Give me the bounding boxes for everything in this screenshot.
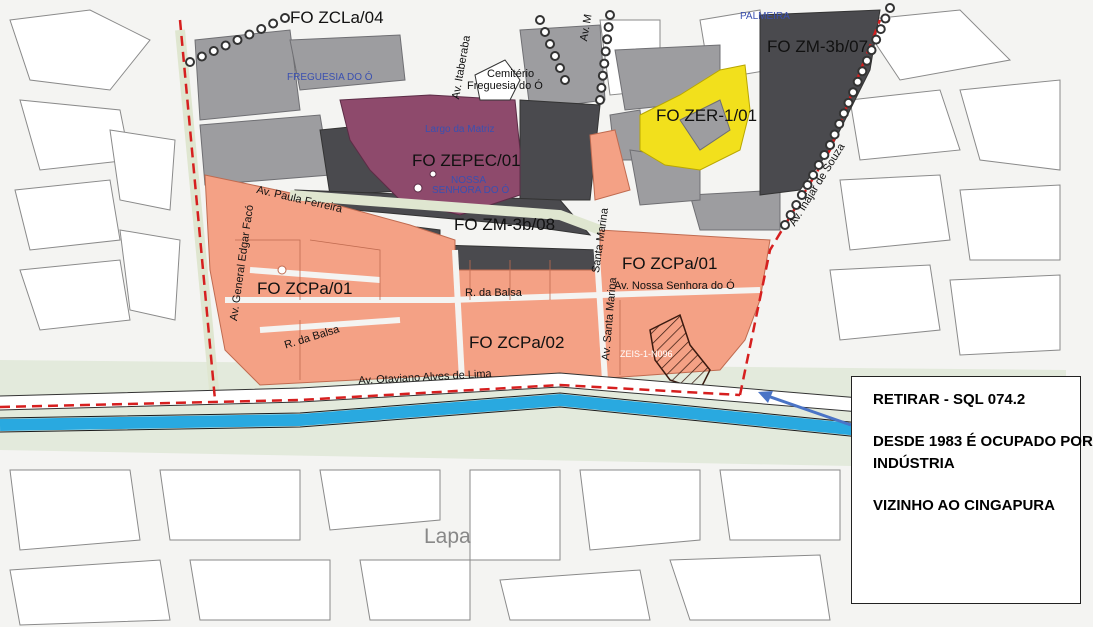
rail-circle [555,63,565,73]
place-label-nossa-sub: SENHORA DO Ó [432,185,510,196]
city-blocks [9,9,1061,626]
rail-circle [829,129,840,140]
rail-circle [866,45,877,56]
rail-circle [550,51,560,61]
zone-zeis [649,313,711,391]
note-line-4: VIZINHO AO CINGAPURA [873,497,1055,514]
rail-circle [808,170,819,180]
zone-streets [225,224,761,381]
rail-circle [600,46,611,57]
place-label-lapa: Lapa [424,525,471,548]
place-label-palmeira: PALMEIRA [740,11,790,22]
map-graphic [0,3,1067,626]
place-label-nossa: NOSSA [451,175,487,186]
rail-circle [834,118,845,129]
landmark-dot [413,183,423,193]
street-label-nossa-senhora: Av. Nossa Senhora do Ó [614,280,735,292]
zone-blocks [235,239,621,380]
landmark-dot [277,265,287,275]
zone-label-zcpa02: FO ZCPa/02 [469,333,565,352]
rail-circle [596,82,607,93]
rail-circle [843,97,854,108]
zoning-map: FO ZCLa/04 FO ZM-3b/07 FO ZER-1/01 FO ZE… [0,3,1093,626]
place-label-cemiterio: Cemitério [487,68,535,80]
zone-zer-hole [679,99,731,151]
rail-circle [535,15,545,25]
zone-label-zcpa01-left: FO ZCPa/01 [257,279,353,298]
rail-circle [244,29,255,40]
rail-circle [220,40,231,51]
rail-circle [791,200,802,210]
note-line-2: DESDE 1983 É OCUPADO POR [873,433,1093,450]
rail-circle [196,51,207,62]
rail-circle [819,150,830,160]
rail-circle [785,210,796,220]
boundary-line [0,19,882,409]
callout-arrowhead [758,391,773,403]
place-label-cemiterio-sub: Freguesia do Ó [467,80,543,92]
rail-circle [875,24,886,35]
rail-circle [813,160,824,170]
rail-circle [208,46,219,56]
rail-circle [268,18,279,29]
street-label-da-balsa: R. da Balsa [465,287,522,299]
rail-circle [871,34,882,45]
rail-circle [848,87,859,98]
rail-circle [540,27,550,37]
callout-note: RETIRAR - SQL 074.2 DESDE 1983 É OCUPADO… [851,376,1093,604]
callout-arrow [761,392,852,427]
rail-circle [838,108,849,119]
zone-label-zer101: FO ZER-1/01 [656,106,758,125]
note-line-1: RETIRAR - SQL 074.2 [873,391,1026,408]
rail-circle [861,55,872,66]
zone-label-zeis: ZEIS-1-N096 [620,349,673,359]
rail-circle [852,76,863,87]
rail-circle [595,95,605,105]
note-line-3: INDÚSTRIA [873,455,955,472]
place-label-largo: Largo da Matriz [425,124,495,135]
place-label-freguesia: FREGUESIA DO Ó [287,72,373,83]
rail-circle [597,70,608,81]
rail-circle [857,66,868,77]
rail-circle [280,13,290,23]
rail-circle [232,35,243,45]
rail-circle [545,39,555,49]
zone-label-zm3b07: FO ZM-3b/07 [767,37,869,56]
cemetery-area [474,59,521,101]
rail-circle [780,220,790,230]
zone-label-zcla04: FO ZCLa/04 [290,8,384,27]
rail-circle [603,22,614,33]
rail-circle [825,140,835,150]
zone-label-zepec01: FO ZEPEC/01 [412,151,521,170]
green-strip [0,360,1066,470]
rail-circle [602,34,613,45]
zone-label-zcpa01-right: FO ZCPa/01 [622,254,718,273]
rail-circle [185,57,195,67]
zone-label-zm3b08: FO ZM-3b/08 [454,215,556,234]
rail-circle [796,190,807,200]
rail-circle [885,3,895,13]
rail-circle [605,10,615,20]
rail-circle [599,58,610,69]
rail-circle [880,13,891,24]
rail-line-circles [185,3,895,230]
rail-circle [802,180,813,190]
landmark-dot [429,170,437,178]
rail-circle [256,24,267,34]
rail-circle [560,75,570,85]
